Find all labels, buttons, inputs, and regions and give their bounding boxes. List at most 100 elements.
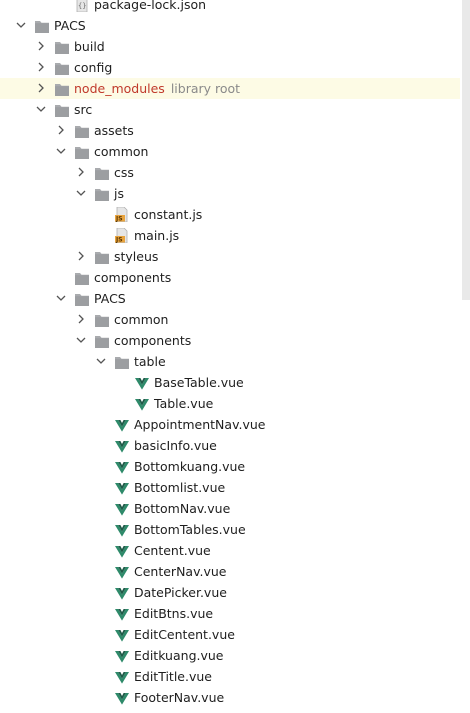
folder-icon — [95, 333, 109, 348]
tree-item-label: Bottomlist.vue — [134, 480, 226, 495]
vue-file-icon — [115, 585, 129, 600]
tree-row-centent-vue[interactable]: Centent.vue — [0, 540, 460, 561]
vue-file-icon — [115, 690, 129, 705]
tree-row-editbtns-vue[interactable]: EditBtns.vue — [0, 603, 460, 624]
vue-file-icon — [115, 648, 129, 663]
vue-file-icon — [115, 522, 129, 537]
chevron-right-icon[interactable] — [76, 162, 86, 183]
tree-row-bottomnav-vue[interactable]: BottomNav.vue — [0, 498, 460, 519]
tree-item-label: PACS — [94, 291, 126, 306]
folder-icon — [75, 270, 89, 285]
folder-icon — [95, 165, 109, 180]
tree-item-label: main.js — [134, 228, 180, 243]
vue-file-icon — [115, 459, 129, 474]
tree-item-label: components — [114, 333, 192, 348]
tree-item-label: common — [114, 312, 169, 327]
tree-item-label: assets — [94, 123, 134, 138]
folder-icon — [35, 18, 49, 33]
tree-row-css[interactable]: css — [0, 162, 460, 183]
vue-file-icon — [115, 480, 129, 495]
tree-item-label: css — [114, 165, 134, 180]
tree-item-label: CenterNav.vue — [134, 564, 227, 579]
json-file-icon: {} — [75, 0, 89, 13]
tree-row-build[interactable]: build — [0, 36, 460, 57]
tree-row-basetable-vue[interactable]: BaseTable.vue — [0, 372, 460, 393]
vue-file-icon — [115, 606, 129, 621]
tree-row-table[interactable]: table — [0, 351, 460, 372]
chevron-right-icon[interactable] — [36, 36, 46, 57]
tree-row-assets[interactable]: assets — [0, 120, 460, 141]
vue-file-icon — [115, 627, 129, 642]
chevron-right-icon[interactable] — [56, 120, 66, 141]
svg-text:JS: JS — [115, 237, 123, 244]
tree-row-common[interactable]: common — [0, 309, 460, 330]
tree-item-label: BaseTable.vue — [154, 375, 244, 390]
tree-row-config[interactable]: config — [0, 57, 460, 78]
chevron-down-icon[interactable] — [56, 141, 66, 162]
tree-row-bottomkuang-vue[interactable]: Bottomkuang.vue — [0, 456, 460, 477]
vue-file-icon — [115, 543, 129, 558]
js-file-icon: JS — [115, 206, 129, 223]
chevron-down-icon[interactable] — [96, 351, 106, 372]
tree-row-edittitle-vue[interactable]: EditTitle.vue — [0, 666, 460, 687]
tree-row-src[interactable]: src — [0, 99, 460, 120]
tree-row-components[interactable]: components — [0, 330, 460, 351]
vue-file-icon — [135, 375, 149, 390]
tree-item-label: Table.vue — [154, 396, 214, 411]
tree-row-js[interactable]: js — [0, 183, 460, 204]
tree-item-label: Editkuang.vue — [134, 648, 224, 663]
tree-item-label: components — [94, 270, 172, 285]
tree-item-label: styleus — [114, 249, 159, 264]
vue-file-icon — [115, 501, 129, 516]
tree-item-label: BottomNav.vue — [134, 501, 231, 516]
chevron-right-icon[interactable] — [36, 57, 46, 78]
tree-row-basicinfo-vue[interactable]: basicInfo.vue — [0, 435, 460, 456]
tree-item-label: AppointmentNav.vue — [134, 417, 266, 432]
chevron-down-icon[interactable] — [76, 330, 86, 351]
tree-row-components[interactable]: components — [0, 267, 460, 288]
tree-item-label: package-lock.json — [94, 0, 207, 12]
tree-row-centernav-vue[interactable]: CenterNav.vue — [0, 561, 460, 582]
tree-row-styleus[interactable]: styleus — [0, 246, 460, 267]
tree-row-bottomlist-vue[interactable]: Bottomlist.vue — [0, 477, 460, 498]
vue-file-icon — [115, 564, 129, 579]
tree-item-label: basicInfo.vue — [134, 438, 217, 453]
folder-icon — [75, 123, 89, 138]
vue-file-icon — [115, 669, 129, 684]
tree-row-editcentent-vue[interactable]: EditCentent.vue — [0, 624, 460, 645]
chevron-down-icon[interactable] — [36, 99, 46, 120]
js-file-icon: JS — [115, 227, 129, 244]
tree-row-appointmentnav-vue[interactable]: AppointmentNav.vue — [0, 414, 460, 435]
tree-row-common[interactable]: common — [0, 141, 460, 162]
folder-icon — [55, 81, 69, 96]
chevron-down-icon[interactable] — [16, 15, 26, 36]
tree-item-label: FooterNav.vue — [134, 690, 225, 705]
folder-icon — [55, 39, 69, 54]
tree-row-datepicker-vue[interactable]: DatePicker.vue — [0, 582, 460, 603]
folder-icon — [75, 144, 89, 159]
folder-icon — [115, 354, 129, 369]
chevron-right-icon[interactable] — [76, 246, 86, 267]
tree-item-label: Centent.vue — [134, 543, 211, 558]
tree-row-main-js[interactable]: JS main.js — [0, 225, 460, 246]
tree-row-editkuang-vue[interactable]: Editkuang.vue — [0, 645, 460, 666]
tree-row-package-lock-json[interactable]: {} package-lock.json — [0, 0, 460, 15]
tree-item-label: EditTitle.vue — [134, 669, 212, 684]
chevron-right-icon[interactable] — [76, 309, 86, 330]
tree-row-pacs[interactable]: PACS — [0, 15, 460, 36]
tree-row-table-vue[interactable]: Table.vue — [0, 393, 460, 414]
chevron-down-icon[interactable] — [76, 183, 86, 204]
folder-icon — [55, 102, 69, 117]
tree-item-label: constant.js — [134, 207, 203, 222]
vue-file-icon — [135, 396, 149, 411]
chevron-down-icon[interactable] — [56, 288, 66, 309]
tree-row-bottomtables-vue[interactable]: BottomTables.vue — [0, 519, 460, 540]
chevron-right-icon[interactable] — [36, 78, 46, 99]
tree-row-pacs[interactable]: PACS — [0, 288, 460, 309]
tree-row-constant-js[interactable]: JS constant.js — [0, 204, 460, 225]
vertical-scrollbar[interactable] — [462, 0, 470, 300]
tree-row-footernav-vue[interactable]: FooterNav.vue — [0, 687, 460, 708]
folder-icon — [55, 60, 69, 75]
